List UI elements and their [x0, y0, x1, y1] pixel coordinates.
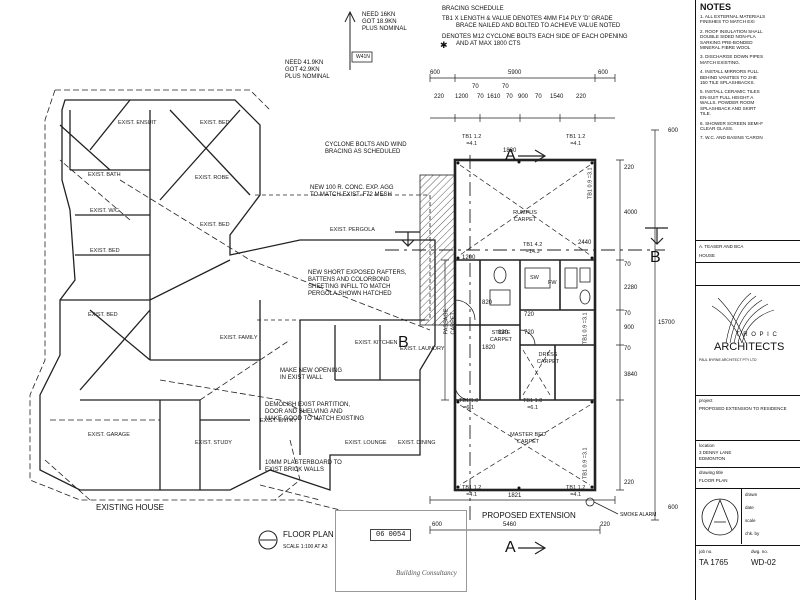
room-label: EXIST. STUDY — [195, 440, 232, 446]
room-label-new: DRESS CARPET — [536, 352, 560, 365]
fields-box: drawn date scale chk. by — [696, 488, 800, 544]
approval-stamp: 06 0054 Building Consultancy — [335, 510, 467, 592]
dim-bottom-right: 220 — [600, 522, 611, 528]
callout-demolish: DEMOLISH EXIST PARTITION,DOOR AND SHELVI… — [265, 402, 365, 422]
dim-top-70b: 70 — [502, 84, 509, 90]
bracing-tag: TB1 1.8=6.1 — [459, 398, 479, 411]
room-label: EXIST. GARAGE — [88, 432, 130, 438]
label-proposed-extension: PROPOSED EXTENSION — [482, 511, 576, 520]
dim-top-overall: 5900 — [508, 70, 522, 76]
bracing-tag: TB1 0.9 =3.1 — [587, 167, 594, 200]
roof-hip-lines — [29, 89, 431, 511]
room-label: EXIST. BED — [88, 312, 118, 318]
section-a-markers — [469, 149, 547, 555]
dim-right-bottom: 600 — [668, 505, 679, 511]
bracing-tag: TB1 1.2=4.1 — [462, 485, 482, 498]
north-arrow — [344, 10, 356, 70]
label-existing-house: EXISTING HOUSE — [96, 503, 165, 512]
firm-logo-box: T R O P I C ARCHITECTS PAUL BYRNE ARCHIT… — [696, 285, 800, 381]
section-a-top: A — [505, 147, 516, 164]
room-label: EXIST. ENTRY — [260, 418, 297, 424]
room-label: EXIST. W/C — [90, 208, 120, 214]
firm-address: PAUL BYRNE ARCHITECT PTY LTD — [699, 358, 757, 362]
room-label: EXIST. ROBE — [195, 175, 229, 181]
room-label: EXIST. BED — [90, 248, 120, 254]
stamp-number: 06 0054 — [370, 529, 412, 541]
fw-label: FW — [548, 280, 557, 286]
bracing-tag: TB1 0.9 =3.1 — [582, 447, 589, 480]
bracing-schedule: BRACING SCHEDULE TB1 x LENGTH & VALUE DE… — [442, 6, 628, 47]
room-label: EXIST. DINING — [398, 440, 436, 446]
dim-right-overall: 15700 — [658, 320, 675, 326]
cyclone-bolt-symbol: ✱ — [440, 40, 448, 50]
bracing-tag: TB1 4.2=14.3 — [523, 242, 543, 255]
room-label: EXIST. PERGOLA — [330, 227, 375, 233]
firm-name: ARCHITECTS — [714, 341, 785, 353]
room-label-new: MASTER BED CARPET — [510, 432, 546, 445]
firm-logo-icon — [711, 292, 775, 344]
job-box: job no. TA 1765 dwg. no. WD-02 — [696, 545, 800, 600]
bracing-tag: TB1 1.2=4.1 — [566, 134, 586, 147]
dim-right-top: 600 — [668, 128, 679, 134]
dim-bottom-overall: 5460 — [503, 522, 517, 528]
north-point-icon — [701, 498, 739, 536]
dim-rumpus-width: 1830 — [503, 148, 517, 154]
location-box: location 3 DENNY LANE EDMONTON — [696, 440, 800, 466]
section-b-right: B — [650, 249, 661, 266]
floor-plan-title-circle — [258, 530, 278, 550]
stamp-text: Building Consultancy — [396, 569, 457, 577]
sw-label: SW — [530, 275, 539, 281]
section-a-bottom: A — [505, 539, 516, 556]
dim-top-70a: 70 — [472, 84, 479, 90]
room-label-new: PASSAGE CARPET — [443, 308, 457, 335]
drawing-title-box: drawing title FLOOR PLAN — [696, 467, 800, 486]
revision-box — [696, 262, 800, 283]
project-box: project PROPOSED EXTENSION TO RESIDENCE — [696, 395, 800, 436]
notes-title: NOTES — [700, 2, 732, 12]
bracing-tag: TB1 1.8=6.1 — [523, 398, 543, 411]
room-label: EXIST. LAUNDRY — [400, 346, 445, 352]
bracing-tag: TB1 0.9 =3.1 — [582, 312, 589, 345]
room-label: EXIST. KITCHEN — [355, 340, 398, 346]
dim-top-left: 600 — [430, 70, 441, 76]
room-label: EXIST. BED — [200, 222, 230, 228]
room-label: EXIST. ENSUIT — [118, 120, 157, 126]
room-label: EXIST. FAMILY — [220, 335, 258, 341]
callout-smoke-alarm: SMOKE ALARM — [620, 512, 657, 518]
room-label-new: STORE CARPET — [489, 330, 513, 343]
dim-bottom-left: 600 — [432, 522, 443, 528]
bracing-tag: TB1 1.2=4.1 — [462, 134, 482, 147]
smoke-alarm-marker — [585, 497, 619, 515]
firm-sub: T R O P I C — [736, 332, 778, 338]
client-box: A. TEASER AND BCA house — [696, 240, 800, 261]
section-b-markers — [385, 227, 668, 251]
label-floor-plan: FLOOR PLAN — [283, 530, 334, 539]
room-label: EXIST. BED — [200, 120, 230, 126]
label-scale: SCALE 1:100 AT A3 — [283, 544, 328, 550]
room-label: EXIST. BATH — [88, 172, 121, 178]
callout-rafters: NEW SHORT EXPOSED RAFTERS,BATTENS AND CO… — [308, 270, 407, 297]
room-label-new: RUMPUS CARPET — [513, 210, 537, 223]
load-tag: W41N — [356, 54, 370, 60]
room-label: EXIST. LOUNGE — [345, 440, 387, 446]
dim-top-right: 600 — [598, 70, 609, 76]
pergola-outline — [255, 194, 431, 321]
bracing-tag: TB1 1.2=4.1 — [566, 485, 586, 498]
section-b-left: B — [398, 334, 409, 351]
